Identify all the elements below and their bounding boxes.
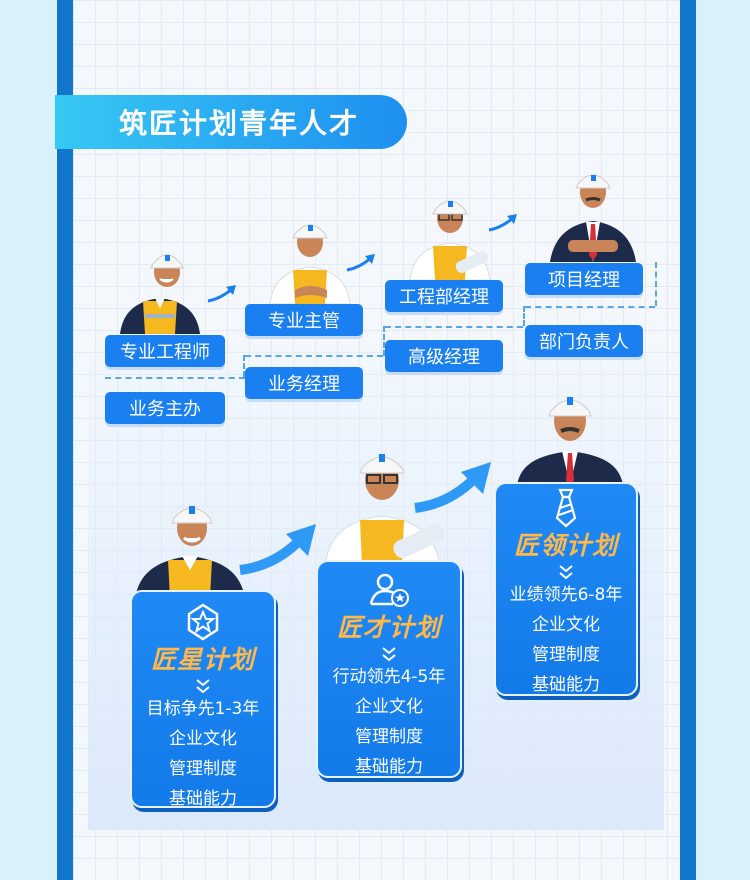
- page-title: 筑匠计划青年人才: [55, 95, 407, 149]
- big-arrow-icon: [239, 524, 316, 575]
- plan-card-leader: 匠领计划 业绩领先6-8年 企业文化 管理制度 基础能力: [494, 482, 638, 696]
- divider-dashed: [245, 355, 383, 357]
- plan-name: 匠才计划: [336, 613, 441, 642]
- right-border-stripe: [680, 0, 696, 880]
- plan-lead: 行动领先4-5年: [332, 667, 446, 687]
- plan-item: 基础能力: [355, 757, 423, 777]
- user-star-icon: [369, 573, 409, 607]
- junior-worker-illustration: [135, 506, 245, 598]
- plan-card-star: 匠星计划 目标争先1-3年 企业文化 管理制度 基础能力: [130, 590, 276, 809]
- tag-engineering-dept-manager: 工程部经理: [385, 280, 503, 312]
- tag-project-manager: 项目经理: [525, 263, 643, 295]
- divider-dashed: [385, 326, 523, 328]
- tag-business-manager: 业务经理: [245, 367, 363, 399]
- left-border-stripe: [57, 0, 73, 880]
- chevron-down-icon: [196, 679, 210, 694]
- plan-name: 匠星计划: [150, 645, 255, 674]
- plan-item: 基础能力: [169, 789, 237, 809]
- plan-item: 管理制度: [532, 645, 600, 665]
- senior-leader-illustration: [517, 397, 623, 485]
- plan-lead: 目标争先1-3年: [146, 699, 260, 719]
- divider-dashed: [383, 326, 385, 356]
- plan-item: 管理制度: [169, 759, 237, 779]
- tag-senior-manager: 高级经理: [385, 340, 503, 372]
- big-arrow-icon: [414, 462, 491, 513]
- tag-dept-head: 部门负责人: [525, 325, 643, 357]
- plan-lead: 业绩领先6-8年: [509, 585, 623, 605]
- divider-dashed: [655, 262, 657, 306]
- divider-dashed: [523, 306, 525, 326]
- star-badge-icon: [187, 603, 219, 641]
- plan-item: 基础能力: [532, 675, 600, 695]
- divider-dashed: [525, 306, 655, 308]
- plan-item: 企业文化: [532, 615, 600, 635]
- divider-dashed: [105, 377, 245, 379]
- tag-professional-supervisor: 专业主管: [245, 304, 363, 336]
- plan-item: 企业文化: [169, 729, 237, 749]
- project-manager-illustration: [550, 174, 636, 262]
- tie-icon: [555, 488, 577, 528]
- plan-card-talent: 匠才计划 行动领先4-5年 企业文化 管理制度 基础能力: [316, 560, 462, 778]
- tag-professional-engineer: 专业工程师: [105, 335, 225, 367]
- plan-name: 匠领计划: [513, 531, 618, 560]
- plan-item: 管理制度: [355, 727, 423, 747]
- supervisor-worker-illustration: [269, 224, 351, 304]
- manager-worker-illustration: [409, 200, 491, 280]
- engineer-worker-illustration: [120, 254, 200, 334]
- arrow-up-right-icon: [346, 254, 375, 272]
- chevron-down-icon: [382, 647, 396, 662]
- mid-worker-illustration: [324, 454, 445, 565]
- divider-dashed: [243, 355, 245, 377]
- arrow-up-right-icon: [488, 214, 517, 232]
- plan-item: 企业文化: [355, 697, 423, 717]
- chevron-down-icon: [559, 565, 573, 580]
- tag-business-assistant: 业务主办: [105, 392, 225, 424]
- arrow-up-right-icon: [207, 285, 236, 303]
